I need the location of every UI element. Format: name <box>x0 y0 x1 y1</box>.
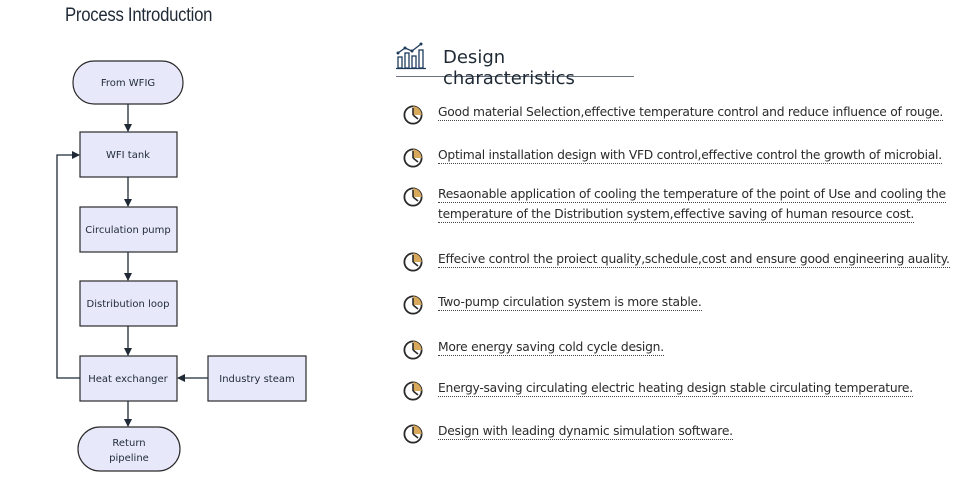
node-heat-exchanger: Heat exchanger <box>79 355 178 402</box>
node-wfi-tank: WFI tank <box>79 131 178 178</box>
node-return-pipeline-label-1: Return <box>112 438 145 449</box>
feature-text: Good material Selection,effective temper… <box>438 105 944 121</box>
clock-icon <box>402 380 424 407</box>
feature-text: Effecive control the proiect quality,sch… <box>438 252 950 268</box>
node-return-pipeline: Return pipeline <box>77 426 181 472</box>
node-distribution-loop: Distribution loop <box>79 280 178 327</box>
design-characteristics-title: Design characteristics <box>443 47 575 89</box>
clock-icon <box>402 339 424 366</box>
feature-text: Energy-saving circulating electric heati… <box>438 381 913 397</box>
node-from-wfig-label: From WFIG <box>101 78 155 89</box>
clock-icon <box>402 251 424 278</box>
feature-text: Two-pump circulation system is more stab… <box>438 295 702 311</box>
node-heat-exchanger-label: Heat exchanger <box>88 374 168 385</box>
feature-text: Optimal installation design with VFD con… <box>438 148 942 164</box>
node-industry-steam-label: Industry steam <box>219 374 294 385</box>
clock-icon <box>402 423 424 450</box>
feature-text: Resaonable application of cooling the te… <box>438 187 946 223</box>
bar-chart-icon <box>396 42 426 70</box>
process-flow-diagram: From WFIG WFI tank Circulation pump Dist… <box>56 60 307 472</box>
node-circulation-pump-label: Circulation pump <box>85 225 171 236</box>
node-distribution-loop-label: Distribution loop <box>87 299 170 310</box>
node-return-pipeline-label-2: pipeline <box>109 453 149 464</box>
clock-icon <box>402 147 424 174</box>
feature-text: Design with leading dynamic simulation s… <box>438 424 733 440</box>
clock-icon <box>402 104 424 131</box>
node-industry-steam: Industry steam <box>207 355 307 402</box>
clock-icon <box>402 294 424 321</box>
feature-text: More energy saving cold cycle design. <box>438 340 664 356</box>
node-from-wfig: From WFIG <box>72 60 184 105</box>
arrow-exchanger-loop-back-to-tank <box>56 151 80 379</box>
clock-icon <box>402 186 424 213</box>
node-wfi-tank-label: WFI tank <box>106 150 150 161</box>
page-title: Process Introduction <box>65 5 213 26</box>
node-circulation-pump: Circulation pump <box>79 206 178 253</box>
design-characteristics-header: Design characteristics <box>396 40 634 89</box>
